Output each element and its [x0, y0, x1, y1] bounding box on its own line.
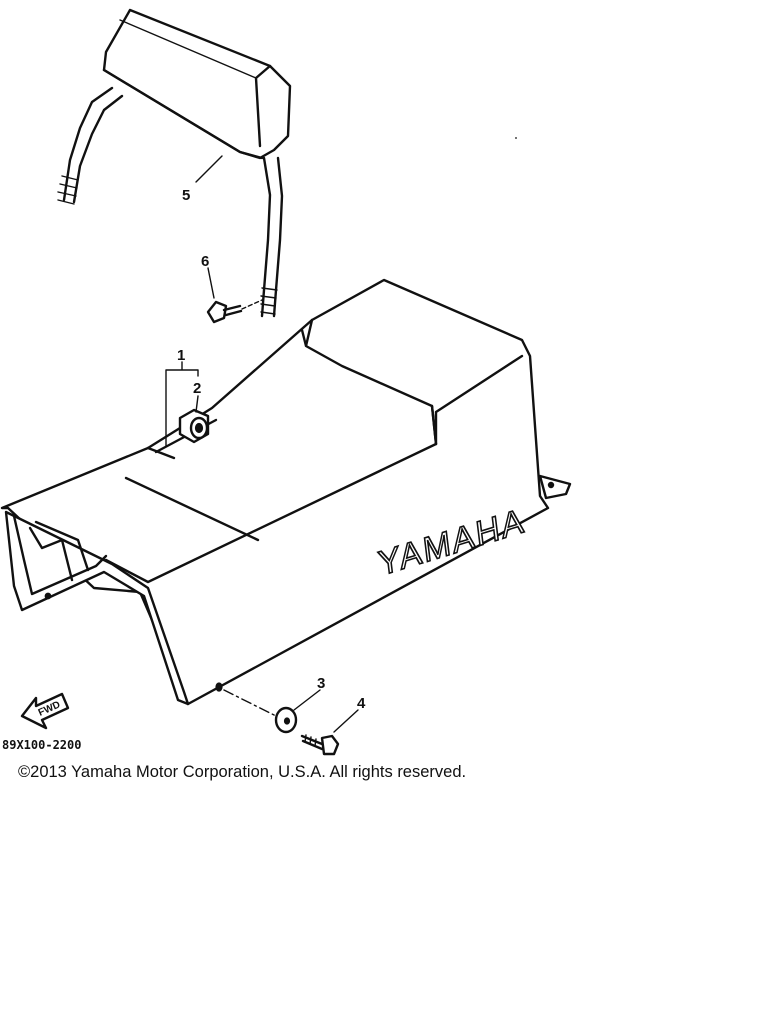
- diagram-code: 89X100-2200: [2, 738, 82, 752]
- bolt-4: [300, 734, 340, 756]
- callout-3: 3: [317, 675, 325, 692]
- backrest-pad-edge: [102, 64, 272, 160]
- seat-inner-cavity: [12, 514, 108, 596]
- seat-inner-rib: [34, 520, 90, 572]
- backrest-left-rod-thread: [57, 175, 79, 205]
- callout-2-leader: [195, 395, 199, 413]
- callout-1-bracket: [165, 361, 199, 447]
- callout-5: 5: [182, 187, 190, 204]
- washer-3: [274, 706, 298, 734]
- seat-rear-tab: [538, 474, 572, 500]
- callout-4: 4: [357, 695, 366, 712]
- mount-centerline: [223, 689, 277, 717]
- callout-6-leader: [207, 267, 215, 299]
- bolt-6: [206, 299, 263, 324]
- seat-mount-hole: [215, 682, 223, 692]
- callout-1: 1: [177, 347, 185, 364]
- stray-mark: [515, 137, 517, 139]
- callout-6: 6: [201, 253, 209, 270]
- callout-5-leader: [195, 155, 223, 183]
- copyright-notice: ©2013 Yamaha Motor Corporation, U.S.A. A…: [18, 763, 467, 781]
- seat-side-edge: [104, 442, 438, 584]
- backrest-right-rod-thread: [260, 287, 278, 315]
- damper-2: [178, 408, 210, 444]
- backrest-pad: [102, 8, 292, 160]
- seat-top-crease: [124, 446, 260, 542]
- seat-front-opening: [4, 510, 190, 706]
- backrest-assembly: [57, 8, 292, 318]
- backrest-left-rod: [62, 86, 124, 204]
- fwd-arrow-icon: FWD: [20, 692, 70, 730]
- seat-front-hole: [44, 592, 52, 600]
- callout-3-leader: [293, 689, 321, 711]
- callout-4-leader: [333, 709, 359, 733]
- seat-hump-step: [430, 404, 438, 446]
- seat-rear-tab-hole: [547, 481, 555, 489]
- backrest-right-rod: [260, 156, 284, 318]
- backrest-pad-seam: [119, 19, 257, 79]
- callout-2: 2: [193, 380, 201, 397]
- seat-body: [0, 278, 550, 706]
- seat-assembly: YAMAHA: [0, 278, 572, 706]
